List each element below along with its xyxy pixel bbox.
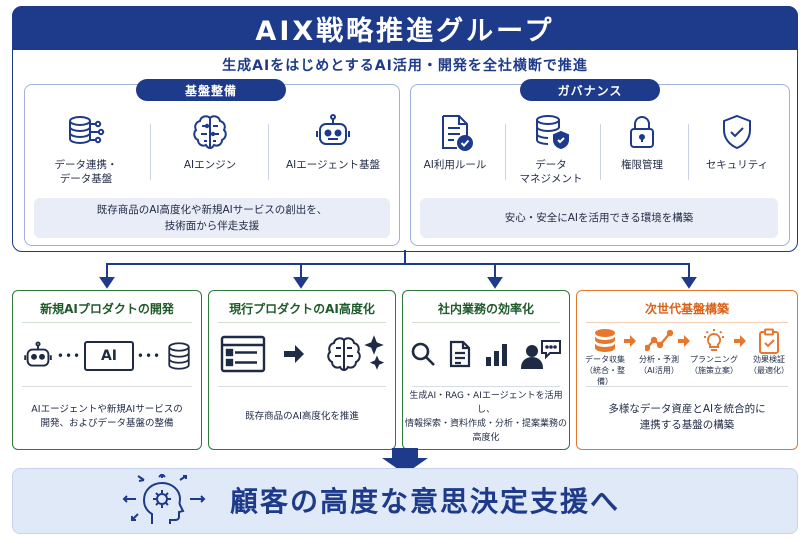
database-network-icon	[69, 116, 105, 145]
lightbulb-icon	[704, 329, 724, 351]
robot-icon	[316, 114, 350, 145]
arrow-right-icon	[284, 345, 304, 363]
shield-check-icon	[723, 114, 751, 150]
ai-screen-icon: AI	[83, 341, 134, 371]
gov-item-data-management: データ マネジメント	[504, 112, 598, 196]
card-divider	[412, 322, 560, 323]
process-flow: データ収集 （統合・整備） 分析・予測 （AI活用） プランニング （施策立案）…	[580, 328, 794, 387]
gov-item-rules: AI利用ルール	[408, 112, 502, 196]
card-divider	[22, 386, 192, 387]
gov-item-permissions: 権限管理	[598, 112, 686, 196]
process-step: プランニング （施策立案）	[688, 328, 740, 376]
card-divider	[22, 322, 192, 323]
infrastructure-pill: 基盤整備	[136, 79, 286, 101]
clipboard-check-icon	[759, 328, 779, 354]
ellipsis-dots: •••	[136, 349, 162, 363]
divider	[688, 124, 689, 180]
connector-arrows	[99, 264, 697, 289]
infra-item-engine: AIエンジン	[160, 112, 260, 196]
brain-circuit-icon	[193, 115, 227, 150]
trend-line-icon	[645, 329, 673, 352]
bar-chart-icon	[486, 344, 507, 366]
process-step: 分析・予測 （AI活用）	[634, 328, 684, 376]
document-check-icon	[442, 115, 473, 151]
infra-item-label: AIエージェント基盤	[285, 159, 381, 171]
outcome-text: 顧客の高度な意思決定支援へ	[230, 485, 621, 518]
divider	[505, 124, 506, 180]
page-title: AIX戦略推進グループ	[12, 6, 798, 50]
governance-pill: ガバナンス	[520, 79, 660, 101]
process-step-label: プランニング （施策立案）	[690, 355, 738, 375]
arrow-right-icon	[734, 335, 746, 347]
card-description: 既存商品のAI高度化を推進	[245, 411, 359, 422]
gov-item-label: セキュリティ	[705, 159, 769, 171]
gov-item-security: セキュリティ	[690, 112, 784, 196]
card-title: 次世代基盤構築	[644, 301, 729, 316]
card-next-gen-platform	[576, 290, 798, 450]
gov-item-label: データ マネジメント	[519, 159, 583, 185]
card-1-icons: ••• AI •••	[22, 336, 194, 376]
gov-item-label: AI利用ルール	[423, 159, 487, 171]
card-internal-efficiency	[402, 290, 570, 450]
card-2-icons	[220, 332, 384, 376]
page-subtitle: 生成AIをはじめとするAI活用・開発を全社横断で推進	[222, 58, 588, 74]
arrow-right-icon	[624, 335, 636, 347]
app-window-icon	[220, 335, 266, 373]
card-divider	[218, 322, 386, 323]
brain-sparkle-icon	[327, 335, 384, 372]
search-icon	[411, 342, 435, 366]
divider	[600, 124, 601, 180]
arrow-right-icon	[678, 335, 690, 347]
infra-item-label: AIエンジン	[183, 159, 237, 171]
database-icon	[168, 342, 190, 370]
divider	[150, 124, 151, 180]
card-divider	[586, 386, 788, 387]
process-step: データ収集 （統合・整備）	[580, 328, 630, 387]
database-shield-icon	[536, 115, 569, 150]
lock-icon	[630, 116, 654, 148]
card-title: 新規AIプロダクトの開発	[40, 301, 174, 316]
database-icon	[595, 329, 615, 352]
card-divider	[412, 386, 560, 387]
document-icon	[449, 340, 471, 368]
infra-item-agent: AIエージェント基盤	[283, 112, 383, 196]
card-title: 現行プロダクトのAI高度化	[229, 301, 375, 316]
gov-item-label: 権限管理	[621, 159, 663, 171]
process-step: 効果検証 （最適化）	[744, 328, 794, 376]
card-description: AIエージェントや新規AIサービスの 開発、およびデータ基盤の整備	[31, 404, 183, 429]
card-divider	[586, 322, 788, 323]
infra-item-data: データ連携・ データ基盤	[36, 112, 136, 196]
connector-stem	[404, 250, 406, 264]
user-chat-icon	[520, 340, 561, 369]
head-gear-icon	[122, 474, 206, 524]
governance-description: 安心・安全にAIを活用できる環境を構築	[420, 198, 778, 238]
process-step-label: 分析・予測 （AI活用）	[639, 355, 679, 375]
infra-item-label: データ連携・ データ基盤	[54, 159, 118, 185]
down-arrow-icon	[382, 448, 428, 474]
card-3-icons	[410, 336, 562, 372]
process-step-label: データ収集 （統合・整備）	[585, 355, 625, 386]
card-divider	[218, 386, 386, 387]
ellipsis-dots: •••	[56, 349, 82, 363]
robot-icon	[24, 341, 52, 367]
card-description: 多様なデータ資産とAIを統合的に 連携する基盤の構築	[608, 403, 766, 431]
infrastructure-description: 既存商品のAI高度化や新規AIサービスの創出を、 技術面から伴走支援	[34, 198, 390, 238]
card-title: 社内業務の効率化	[437, 301, 534, 316]
card-description: 生成AI・RAG・AIエージェントを活用し、 情報探索・資料作成・分析・提案業務…	[404, 391, 567, 443]
divider	[268, 124, 269, 180]
process-step-label: 効果検証 （最適化）	[749, 355, 789, 375]
connector-line	[106, 263, 690, 265]
